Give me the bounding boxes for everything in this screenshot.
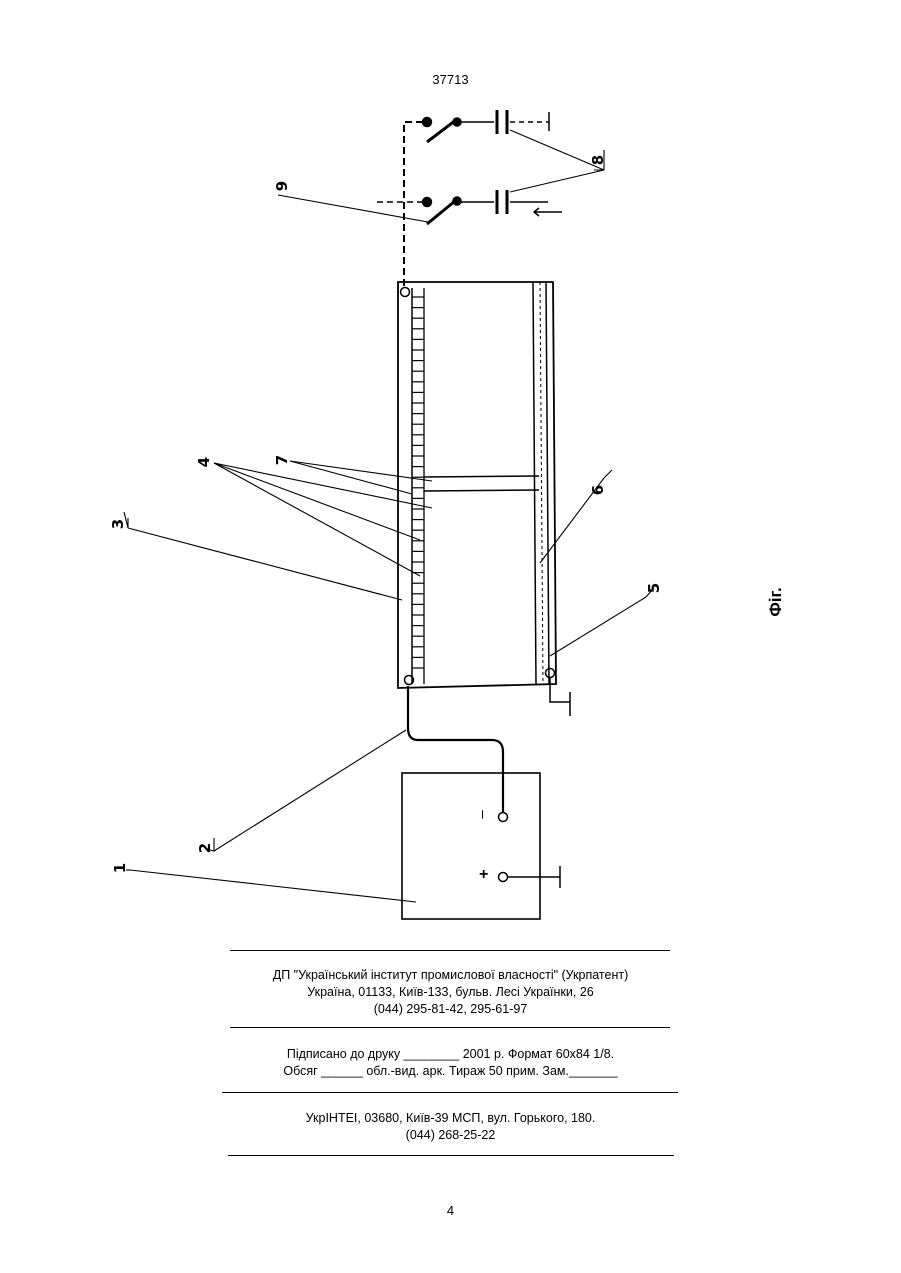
leader-lines (124, 130, 654, 902)
label-4: 4 (194, 452, 214, 472)
scale-ticks (412, 297, 424, 668)
publisher-line-2: Україна, 01133, Київ-133, бульв. Лесі Ук… (0, 984, 901, 1001)
printer-line-1: УкрІНТЕІ, 03680, Київ-39 МСП, вул. Горьк… (0, 1110, 901, 1127)
sign-line-1: Підписано до друку ________ 2001 р. Форм… (0, 1046, 901, 1063)
sign-line-2: Обсяг ______ обл.-вид. арк. Тираж 50 при… (0, 1063, 901, 1080)
label-9: 9 (272, 176, 292, 196)
power-supply-block (402, 773, 560, 919)
publisher-line-3: (044) 295-81-42, 295-61-97 (0, 1001, 901, 1018)
divider (228, 1155, 674, 1156)
label-8: 8 (588, 150, 608, 170)
switch-circuit (377, 110, 562, 286)
minus-terminal (499, 813, 508, 822)
label-2: 2 (195, 838, 215, 858)
minus-sign: – (474, 810, 491, 818)
label-3: 3 (108, 514, 128, 534)
figure-caption: Фіг. (766, 572, 790, 632)
page-number: 4 (0, 1203, 901, 1218)
plus-terminal (499, 873, 508, 882)
label-1: 1 (110, 858, 130, 878)
publisher-line-1: ДП "Український інститут промислової вла… (0, 967, 901, 984)
label-5: 5 (644, 578, 664, 598)
divider (230, 1027, 670, 1028)
divider (230, 950, 670, 951)
label-6: 6 (588, 480, 608, 500)
divider (222, 1092, 678, 1093)
label-7: 7 (272, 450, 292, 470)
lead-wire (408, 686, 503, 812)
printer-line-2: (044) 268-25-22 (0, 1127, 901, 1144)
plus-sign: + (479, 866, 488, 884)
